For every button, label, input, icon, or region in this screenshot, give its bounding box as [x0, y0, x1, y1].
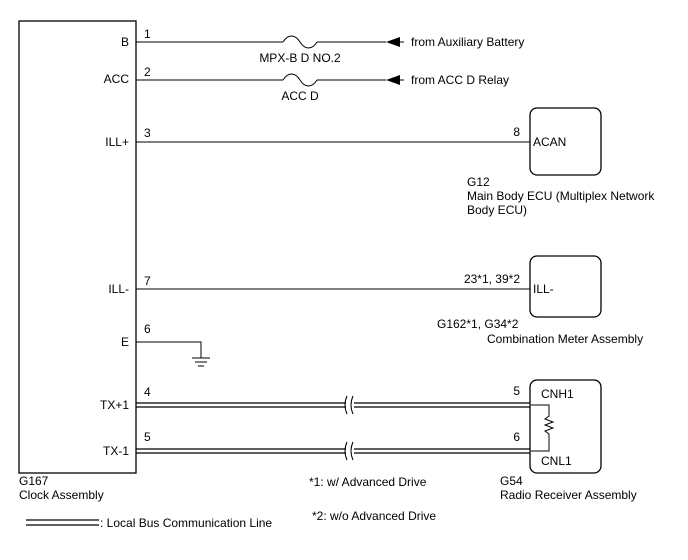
meter-pin-label: ILL-: [533, 282, 554, 296]
meter-id: G162*1, G34*2: [437, 317, 519, 331]
pin-txp-label: TX+1: [100, 398, 129, 412]
legend-label: : Local Bus Communication Line: [100, 516, 272, 530]
break-mark-icon: [350, 441, 354, 461]
pin-illp-label: ILL+: [105, 135, 129, 149]
ground-icon: [192, 357, 210, 367]
wire-acc: [136, 73, 404, 87]
resistor-icon: [531, 404, 555, 452]
ecu-pin-number: 8: [513, 125, 520, 139]
arrow-acc-icon: [386, 75, 400, 85]
bus-txm: [136, 441, 530, 461]
clock-id: G167: [19, 474, 49, 488]
pin-b-label: B: [121, 35, 129, 49]
radio-pin1-number: 5: [513, 384, 520, 398]
radio-id: G54: [500, 474, 523, 488]
bus-txp: [136, 395, 530, 415]
radio-pin1-label: CNH1: [541, 387, 574, 401]
meter-box: [529, 255, 602, 318]
note-1: *1: w/ Advanced Drive: [309, 475, 427, 489]
arrow-aux-icon: [386, 37, 400, 47]
ecu-id: G12: [467, 175, 490, 189]
radio-pin2-number: 6: [513, 430, 520, 444]
source-accrelay: from ACC D Relay: [411, 73, 509, 87]
pin-txm-number: 5: [144, 430, 151, 444]
pin-acc-number: 2: [144, 65, 151, 79]
clock-assembly-box: [18, 20, 137, 474]
pin-illp-number: 3: [144, 126, 151, 140]
legend-bus-line-icon: [26, 519, 99, 526]
pin-illm-label: ILL-: [108, 282, 129, 296]
meter-name: Combination Meter Assembly: [487, 332, 643, 346]
pin-illm-number: 7: [144, 274, 151, 288]
ecu-name-line2: Body ECU): [467, 203, 527, 217]
break-mark-icon: [344, 395, 348, 415]
wire-b: [136, 35, 404, 49]
break-mark-icon: [350, 395, 354, 415]
pin-e-label: E: [121, 335, 129, 349]
clock-name: Clock Assembly: [19, 488, 104, 502]
fuse-acc-label: ACC D: [281, 89, 319, 103]
ecu-pin-label: ACAN: [533, 135, 566, 149]
pin-acc-label: ACC: [104, 72, 130, 86]
fuse-mpx-icon: [282, 35, 318, 49]
radio-pin2-label: CNL1: [541, 454, 572, 468]
pin-txp-number: 4: [144, 385, 151, 399]
ecu-box: [529, 107, 602, 176]
wire-e: [136, 341, 210, 367]
pin-e-number: 6: [144, 322, 151, 336]
break-mark-icon: [344, 441, 348, 461]
fuse-mpx-label: MPX-B D NO.2: [259, 51, 341, 65]
note-2: *2: w/o Advanced Drive: [312, 509, 436, 523]
ecu-name-line1: Main Body ECU (Multiplex Network: [467, 189, 655, 203]
pin-txm-label: TX-1: [103, 444, 129, 458]
radio-name: Radio Receiver Assembly: [500, 488, 637, 502]
pin-b-number: 1: [144, 27, 151, 41]
source-aux: from Auxiliary Battery: [411, 35, 524, 49]
meter-pin-number: 23*1, 39*2: [464, 272, 520, 286]
fuse-acc-icon: [282, 73, 318, 87]
radio-box: [529, 379, 602, 474]
